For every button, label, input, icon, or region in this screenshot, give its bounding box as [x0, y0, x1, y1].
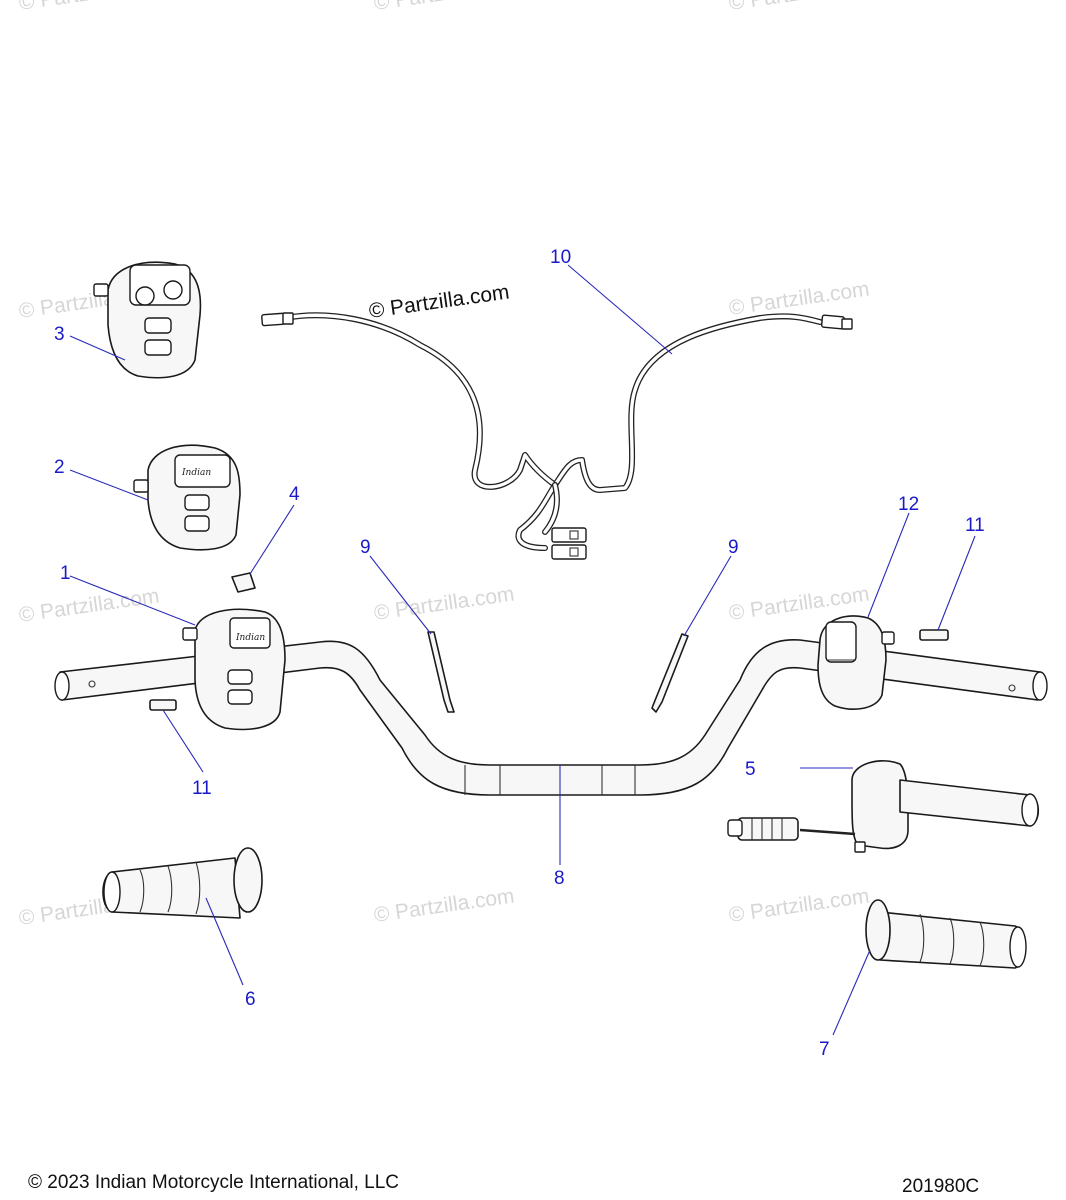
watermark-text: © Partzilla.com — [17, 584, 160, 626]
right-grip — [865, 899, 1027, 969]
footer-diagram-id: 201980C — [902, 1176, 979, 1197]
callout-9-right: 9 — [728, 537, 739, 558]
callout-9-left: 9 — [360, 537, 371, 558]
callout-2: 2 — [54, 457, 65, 478]
left-grip — [102, 847, 263, 919]
footer-copyright: © 2023 Indian Motorcycle International, … — [28, 1172, 399, 1193]
callout-5: 5 — [745, 759, 756, 780]
callout-8: 8 — [554, 868, 565, 889]
cable-clip-left — [427, 631, 455, 713]
brand-logo-script: Indian — [235, 633, 265, 643]
right-switch-housing — [817, 615, 895, 710]
left-switch-housing: Indian — [182, 608, 286, 731]
button-cap — [231, 572, 256, 593]
watermark-text: © Partzilla.com — [727, 277, 870, 319]
callout-12: 12 — [898, 494, 919, 515]
handlebar — [54, 639, 1048, 796]
switch-pad-left — [149, 699, 177, 711]
wiring-harness — [261, 312, 853, 560]
callout-7: 7 — [819, 1039, 830, 1060]
callout-4: 4 — [289, 484, 300, 505]
callout-11-right: 11 — [965, 515, 985, 536]
throttle-assembly — [727, 760, 1040, 853]
callout-3: 3 — [54, 324, 65, 345]
leader-lines — [69, 264, 976, 1036]
watermark-text: © Partzilla.com — [727, 0, 870, 15]
callout-1: 1 — [60, 563, 71, 584]
watermark-layer: © Partzilla.com © Partzilla.com © Partzi… — [17, 0, 870, 930]
watermark-main: © Partzilla.com — [367, 280, 510, 322]
watermark-text: © Partzilla.com — [17, 0, 160, 15]
switch-housing-upper: Indian — [133, 444, 241, 551]
callout-11-left: 11 — [192, 778, 212, 799]
watermark-text: © Partzilla.com — [372, 884, 515, 926]
switch-pad-right — [919, 629, 949, 641]
cable-clip-right — [651, 633, 689, 713]
watermark-text: © Partzilla.com — [727, 884, 870, 926]
callout-10: 10 — [550, 247, 571, 268]
callout-6: 6 — [245, 989, 256, 1010]
switch-housing-top — [93, 261, 202, 379]
watermark-text: © Partzilla.com — [372, 0, 515, 15]
brand-logo-script: Indian — [181, 468, 211, 478]
callout-labels: 3 2 1 4 5 6 7 8 9 9 10 11 11 12 — [54, 247, 985, 1060]
watermark-text: © Partzilla.com — [372, 582, 515, 624]
